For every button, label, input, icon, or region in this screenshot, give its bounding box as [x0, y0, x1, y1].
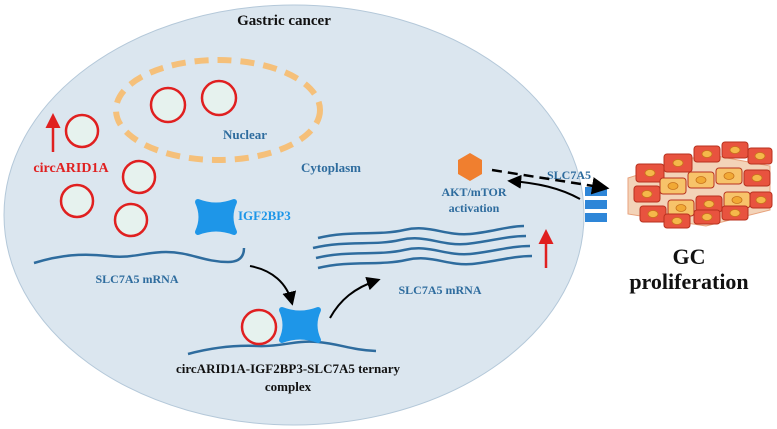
- tissue-cell-nucleus: [731, 196, 743, 204]
- diagram-title: Gastric cancer: [237, 13, 331, 29]
- complex-label-line1: circARID1A-IGF2BP3-SLC7A5 ternary: [176, 361, 400, 376]
- outcome-label-line2: proliferation: [629, 269, 748, 294]
- tissue-cell-nucleus: [729, 146, 741, 154]
- arrow-to-complex: [249, 265, 297, 306]
- tissue-cell-nucleus: [754, 152, 766, 160]
- circrna-cyto-1: [64, 113, 100, 149]
- tumor-tissue-illustration: [627, 141, 773, 229]
- tissue-cell-nucleus: [675, 204, 687, 212]
- complex-igf2bp3: [279, 307, 321, 343]
- mrna-strand-left: [33, 247, 246, 265]
- circrna-nuclear-1: [149, 86, 187, 124]
- igf2bp3-label: IGF2BP3: [238, 208, 291, 223]
- tissue-cell-nucleus: [701, 150, 713, 158]
- circrna-cyto-2: [121, 159, 157, 195]
- slc7a5-transporter: [585, 187, 607, 222]
- nucleus-label: Nuclear: [223, 127, 267, 142]
- mrna-label-right: SLC7A5 mRNA: [398, 283, 481, 297]
- dashed-arrow-to-proliferation: [491, 168, 610, 195]
- circrna-label: circARID1A: [33, 161, 109, 176]
- tissue-cell-nucleus: [644, 169, 656, 177]
- tissue-cell-nucleus: [751, 174, 763, 182]
- cytoplasm-label: Cytoplasm: [301, 160, 361, 175]
- tissue-cell-nucleus: [695, 176, 707, 184]
- slc7a5-label: SLC7A5: [547, 168, 591, 182]
- mrna-strand-right-4: [317, 254, 533, 270]
- circrna-cyto-3: [59, 183, 95, 219]
- tissue-cell-nucleus: [671, 217, 683, 225]
- arrow-slc7a5-to-akt: [507, 174, 581, 200]
- mrna-label-left: SLC7A5 mRNA: [95, 272, 178, 286]
- arrow-to-mrna-stabilized: [329, 276, 381, 319]
- akt-mtor-hexagon: [458, 153, 482, 181]
- tissue-cell-nucleus: [703, 200, 715, 208]
- pathway-label-line2: activation: [449, 201, 500, 215]
- tissue-cell-nucleus: [647, 210, 659, 218]
- mrna-strand-right-2: [312, 234, 527, 250]
- outcome-label-line1: GC: [673, 244, 706, 269]
- tissue-cell-nucleus: [755, 196, 767, 204]
- mrna-strand-right-1: [317, 224, 525, 240]
- tissue-cell-nucleus: [723, 172, 735, 180]
- tissue-cell-nucleus: [701, 213, 713, 221]
- tissue-cell-nucleus: [729, 209, 741, 217]
- circrna-cyto-4: [113, 202, 149, 238]
- complex-circrna: [240, 308, 278, 346]
- circrna-nuclear-2: [200, 79, 238, 117]
- tissue-cell-nucleus: [672, 159, 684, 167]
- tissue-cell-nucleus: [667, 182, 679, 190]
- mrna-strand-right-3: [315, 244, 531, 260]
- igf2bp3-protein: [195, 199, 237, 235]
- complex-mrna-strand: [187, 340, 377, 356]
- pathway-label-line1: AKT/mTOR: [441, 185, 506, 199]
- tissue-cell-nucleus: [641, 190, 653, 198]
- complex-label-line2: complex: [265, 379, 312, 394]
